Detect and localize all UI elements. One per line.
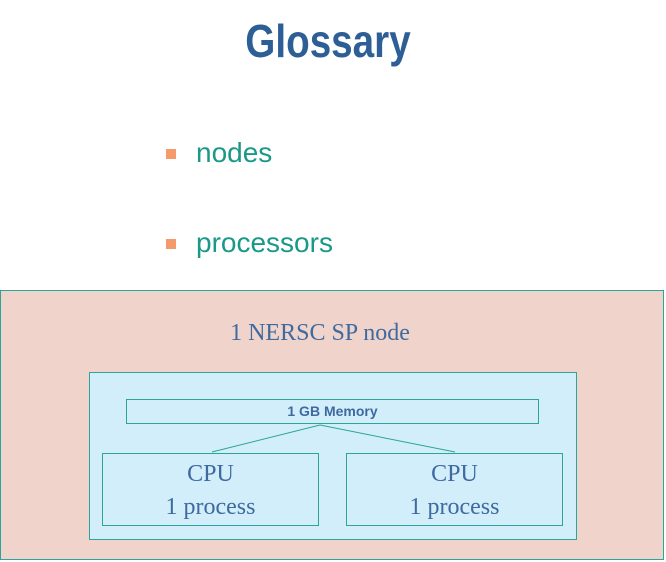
bullet-label: nodes [196, 137, 273, 168]
bullet-label: processors [196, 227, 333, 258]
cpu-process-label: 1 process [165, 494, 256, 520]
cpu-process-label: 1 process [409, 494, 500, 520]
bullet-item-processors: processors [166, 223, 333, 263]
cpu-box-left: CPU 1 process [102, 453, 319, 526]
cpu-box-right: CPU 1 process [346, 453, 563, 526]
node-label: 1 NERSC SP node [230, 320, 410, 346]
page-title: Glossary [245, 15, 411, 67]
square-bullet-icon [166, 149, 176, 159]
cpu-title: CPU [187, 461, 234, 487]
square-bullet-icon [166, 239, 176, 249]
cpu-title: CPU [431, 461, 478, 487]
bullet-item-nodes: nodes [166, 133, 272, 173]
memory-box: 1 GB Memory [126, 399, 539, 424]
